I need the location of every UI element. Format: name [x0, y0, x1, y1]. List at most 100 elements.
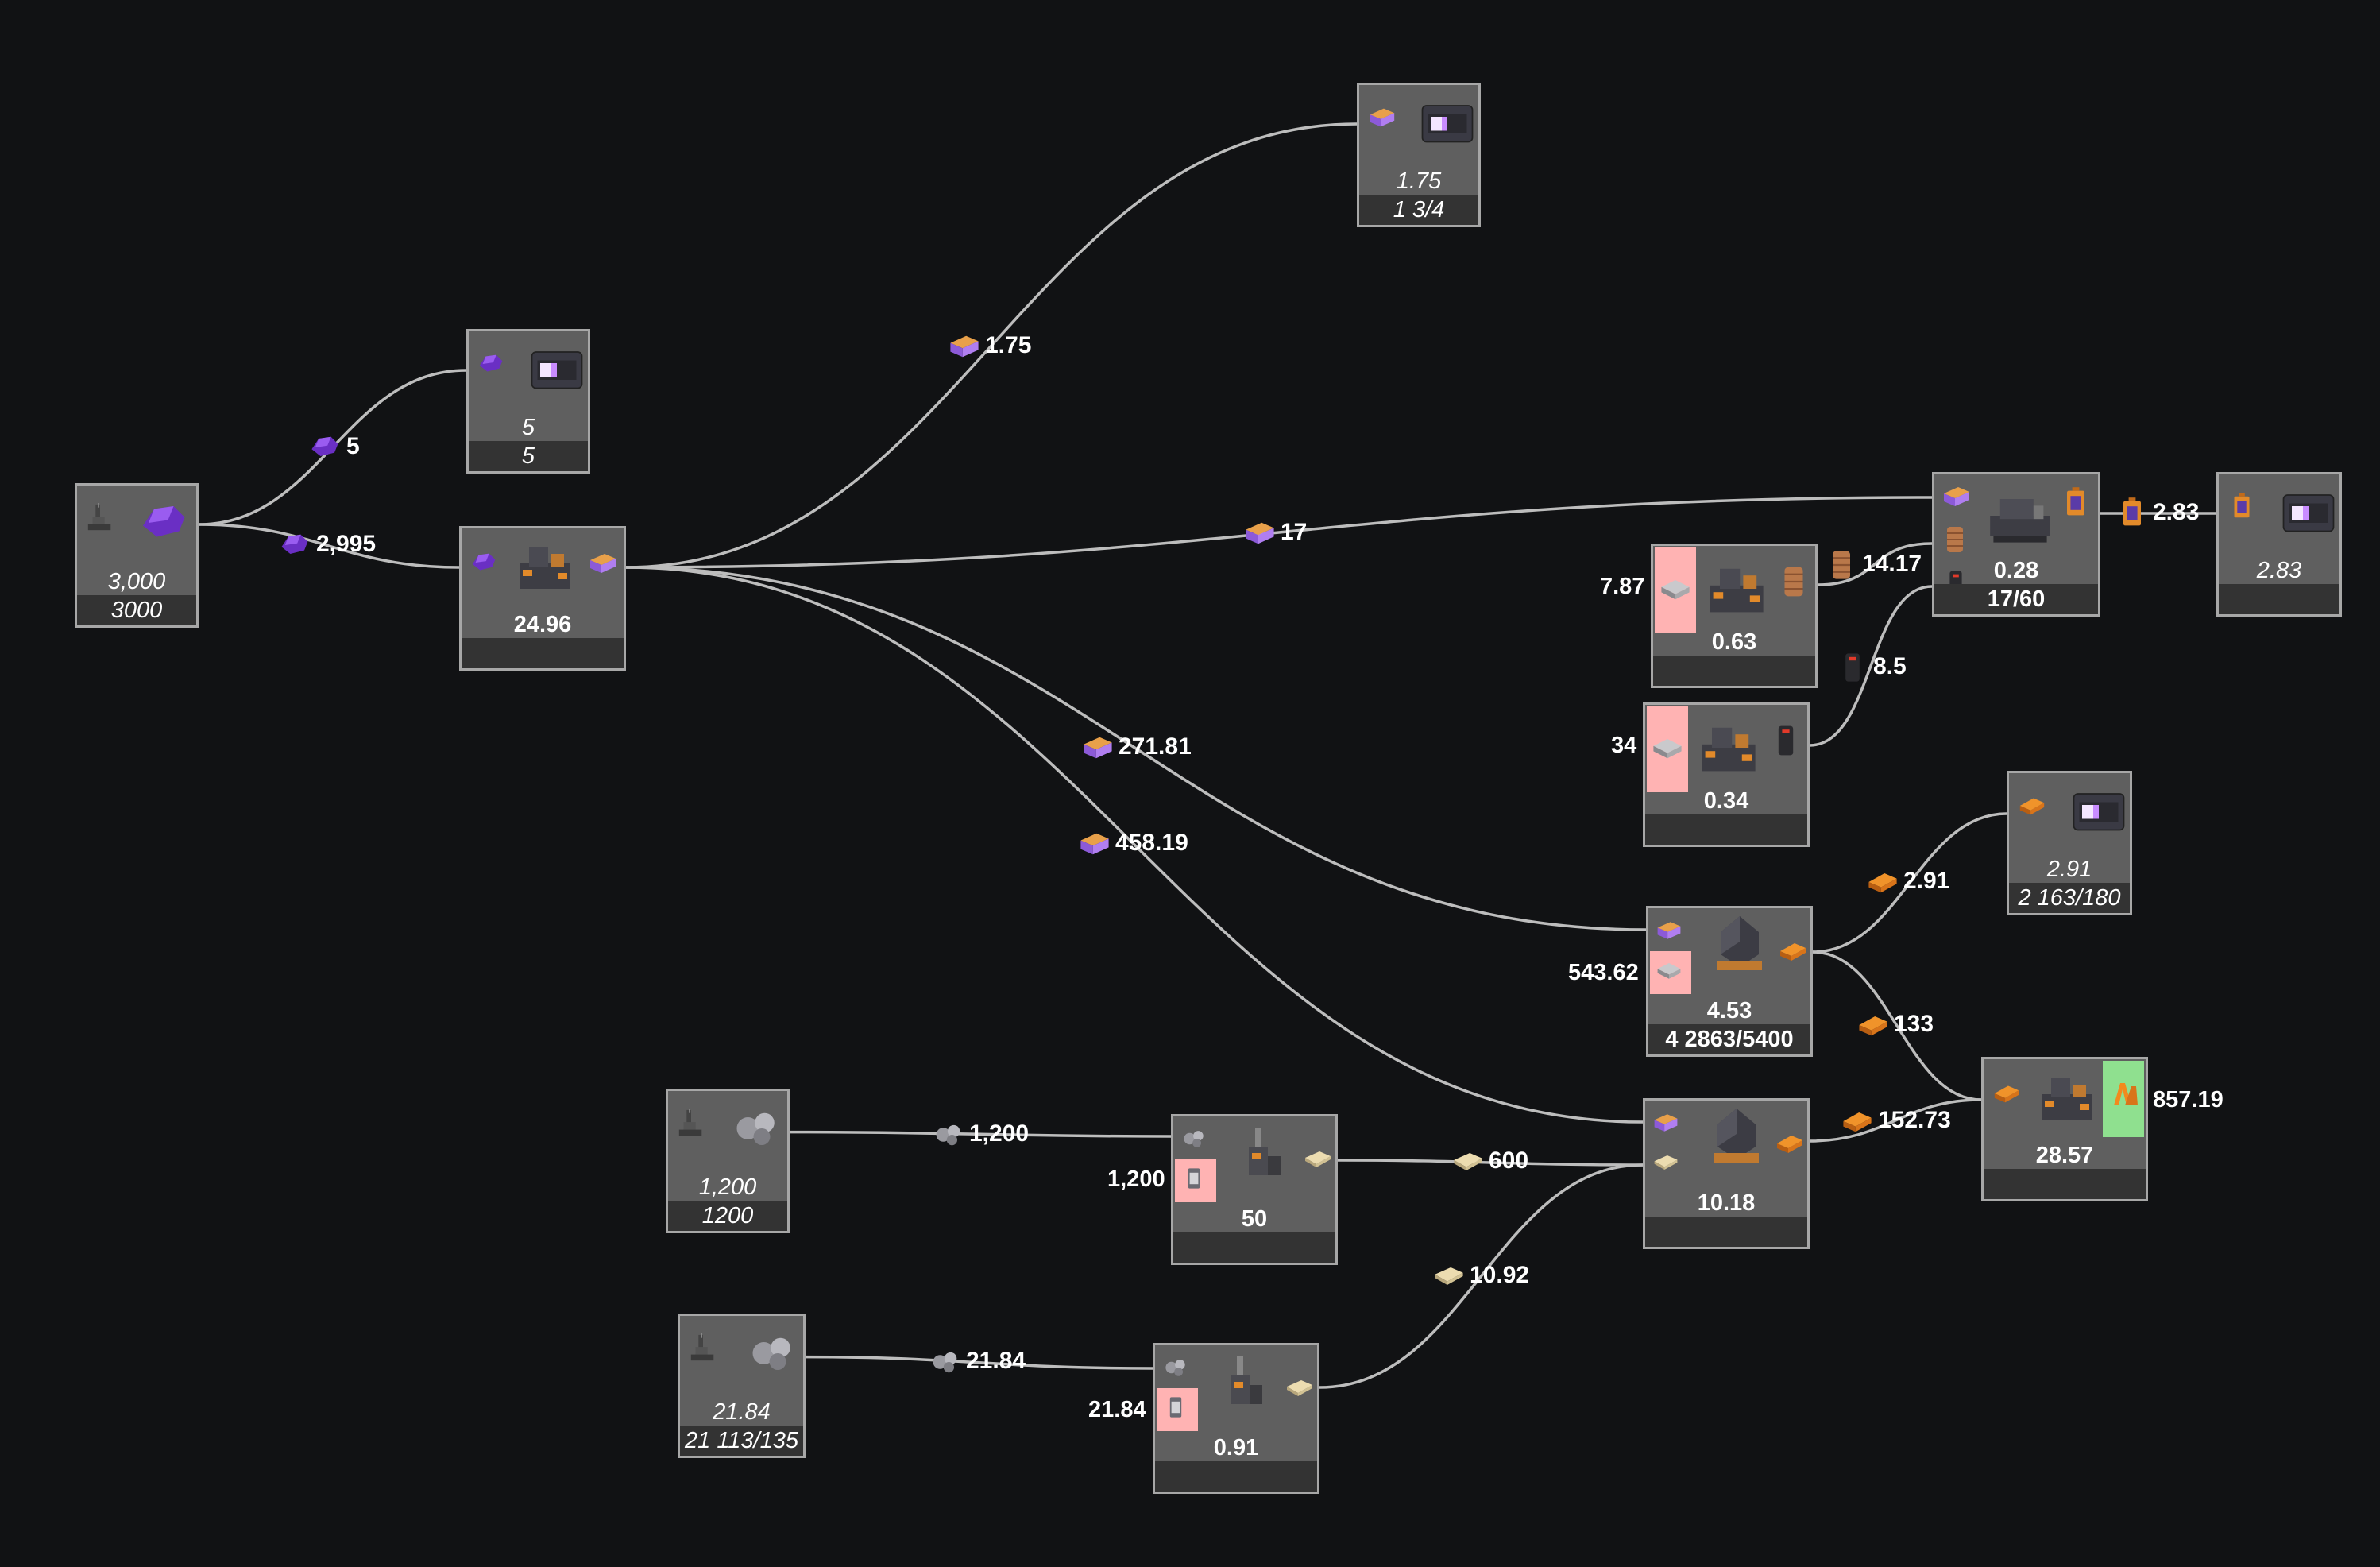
node-building-count: 4 2863/5400 [1648, 1024, 1810, 1054]
node-building-count: 5 [469, 441, 588, 471]
orange-beam-icon [1865, 865, 1900, 903]
flow-edge [1337, 1159, 1644, 1167]
edge-rate-label: 2.83 [2153, 499, 2200, 525]
copper-coil-icon [1824, 547, 1859, 586]
battery-icon [2058, 486, 2093, 524]
smelter-building-icon [1705, 1105, 1768, 1173]
node-building-count [462, 638, 624, 668]
gray-ore-icon [1161, 1353, 1190, 1386]
orange-beam-icon [1856, 1008, 1891, 1047]
flow-edge [625, 566, 1644, 1124]
node-side-rate: 21.84 [1088, 1397, 1146, 1422]
dark-rod-icon [1835, 650, 1870, 689]
battery-icon [2227, 492, 2257, 526]
node-building-count [1653, 656, 1815, 686]
node-rate: 0.63 [1711, 629, 1757, 655]
battery-icon [2115, 496, 2150, 535]
dark-rod-icon [1768, 722, 1804, 763]
sand-bag-icon [1284, 1372, 1316, 1408]
flow-edge [625, 496, 1933, 569]
crusher-building-icon [1215, 1350, 1278, 1418]
recipe-node-final-plant[interactable]: 28.57 [1981, 1057, 2148, 1201]
flow-edge [625, 566, 1647, 931]
recipe-node-refinery-main[interactable]: 24.96 [459, 526, 626, 671]
edge-rate-label: 600 [1489, 1147, 1529, 1174]
edge-rate-label: 2.91 [1903, 868, 1950, 894]
node-side-rate: 857.19 [2153, 1087, 2224, 1112]
storage-container-icon [1420, 95, 1475, 154]
flow-edge [1812, 950, 1982, 1101]
recipe-node-coil-plant[interactable]: 0.63 [1651, 544, 1818, 688]
node-side-rate: 543.62 [1568, 960, 1639, 985]
node-side-rate: 1,200 [1107, 1167, 1165, 1192]
node-rate: 0.91 [1213, 1435, 1259, 1461]
miner-building-icon [85, 503, 115, 537]
flow-edge [1817, 542, 1933, 586]
purple-ingot-icon [947, 329, 982, 368]
edge-rate-label: 1,200 [969, 1120, 1030, 1147]
orange-beam-icon [2017, 791, 2047, 825]
gray-ore-icon [1180, 1124, 1208, 1157]
steel-plate-icon [1650, 730, 1685, 769]
recipe-node-smelter-lower[interactable]: 10.18 [1643, 1098, 1810, 1249]
smelter-building-icon [1708, 913, 1771, 981]
sand-bag-icon [1652, 1148, 1680, 1181]
node-rate: 50 [1241, 1206, 1268, 1232]
storage-container-icon [529, 341, 585, 400]
filter-cartridge-icon [1161, 1393, 1190, 1426]
purple-ingot-icon [1077, 826, 1112, 865]
purple-ingot-icon [587, 547, 619, 583]
purple-ingot-icon [1655, 916, 1683, 949]
node-side-rate: 34 [1611, 733, 1637, 758]
edge-rate-label: 271.81 [1119, 733, 1192, 760]
gray-ore-icon [931, 1117, 966, 1156]
purple-ore-icon [477, 349, 507, 383]
node-building-count: 21 113/135 [680, 1426, 803, 1456]
node-rate: 3,000 [107, 569, 166, 594]
node-building-count [1155, 1461, 1317, 1492]
purple-ore-icon [308, 430, 343, 469]
refinery-building-icon [513, 535, 577, 602]
factory-building-icon [2035, 1066, 2099, 1133]
gray-ore-icon [744, 1325, 800, 1385]
purple-ingot-icon [1367, 103, 1397, 137]
purple-ingot-icon [1652, 1109, 1680, 1141]
edge-rate-label: 2,995 [316, 531, 377, 557]
edge-rate-label: 14.17 [1862, 551, 1922, 577]
node-building-count [1173, 1232, 1335, 1263]
recipe-node-crusher-mid[interactable]: 50 [1171, 1114, 1338, 1265]
node-building-count [1984, 1169, 2146, 1199]
steel-plate-icon [1658, 571, 1693, 610]
node-building-count [1645, 1217, 1807, 1247]
recipe-node-crusher-low[interactable]: 0.91 [1153, 1343, 1319, 1494]
node-rate: 1.75 [1396, 168, 1442, 194]
sand-bag-icon [1451, 1144, 1486, 1183]
node-rate: 0.28 [1993, 558, 2039, 583]
node-building-count: 2 163/180 [2009, 883, 2130, 913]
node-rate: 4.53 [1706, 998, 1752, 1023]
copper-coil-icon [1939, 524, 1971, 559]
factory-building-icon [1703, 555, 1770, 626]
node-building-count [2219, 584, 2339, 614]
flow-edge [805, 1355, 1153, 1370]
purple-ingot-icon [1941, 481, 1972, 517]
node-rate: 2.83 [2256, 558, 2302, 583]
edge-rate-label: 133 [1894, 1011, 1934, 1037]
recipe-node-rod-plant[interactable]: 0.34 [1643, 702, 1810, 847]
purple-ore-icon [278, 528, 313, 567]
filter-cartridge-icon [1180, 1164, 1208, 1197]
assembler-building-icon [1987, 482, 2054, 553]
recipe-node-sink-right[interactable]: 2.83 [2216, 472, 2342, 617]
flow-edge [1809, 585, 1933, 747]
flow-edge [625, 122, 1358, 569]
edge-rate-label: 1.75 [985, 332, 1032, 358]
edge-rate-label: 10.92 [1470, 1262, 1530, 1288]
